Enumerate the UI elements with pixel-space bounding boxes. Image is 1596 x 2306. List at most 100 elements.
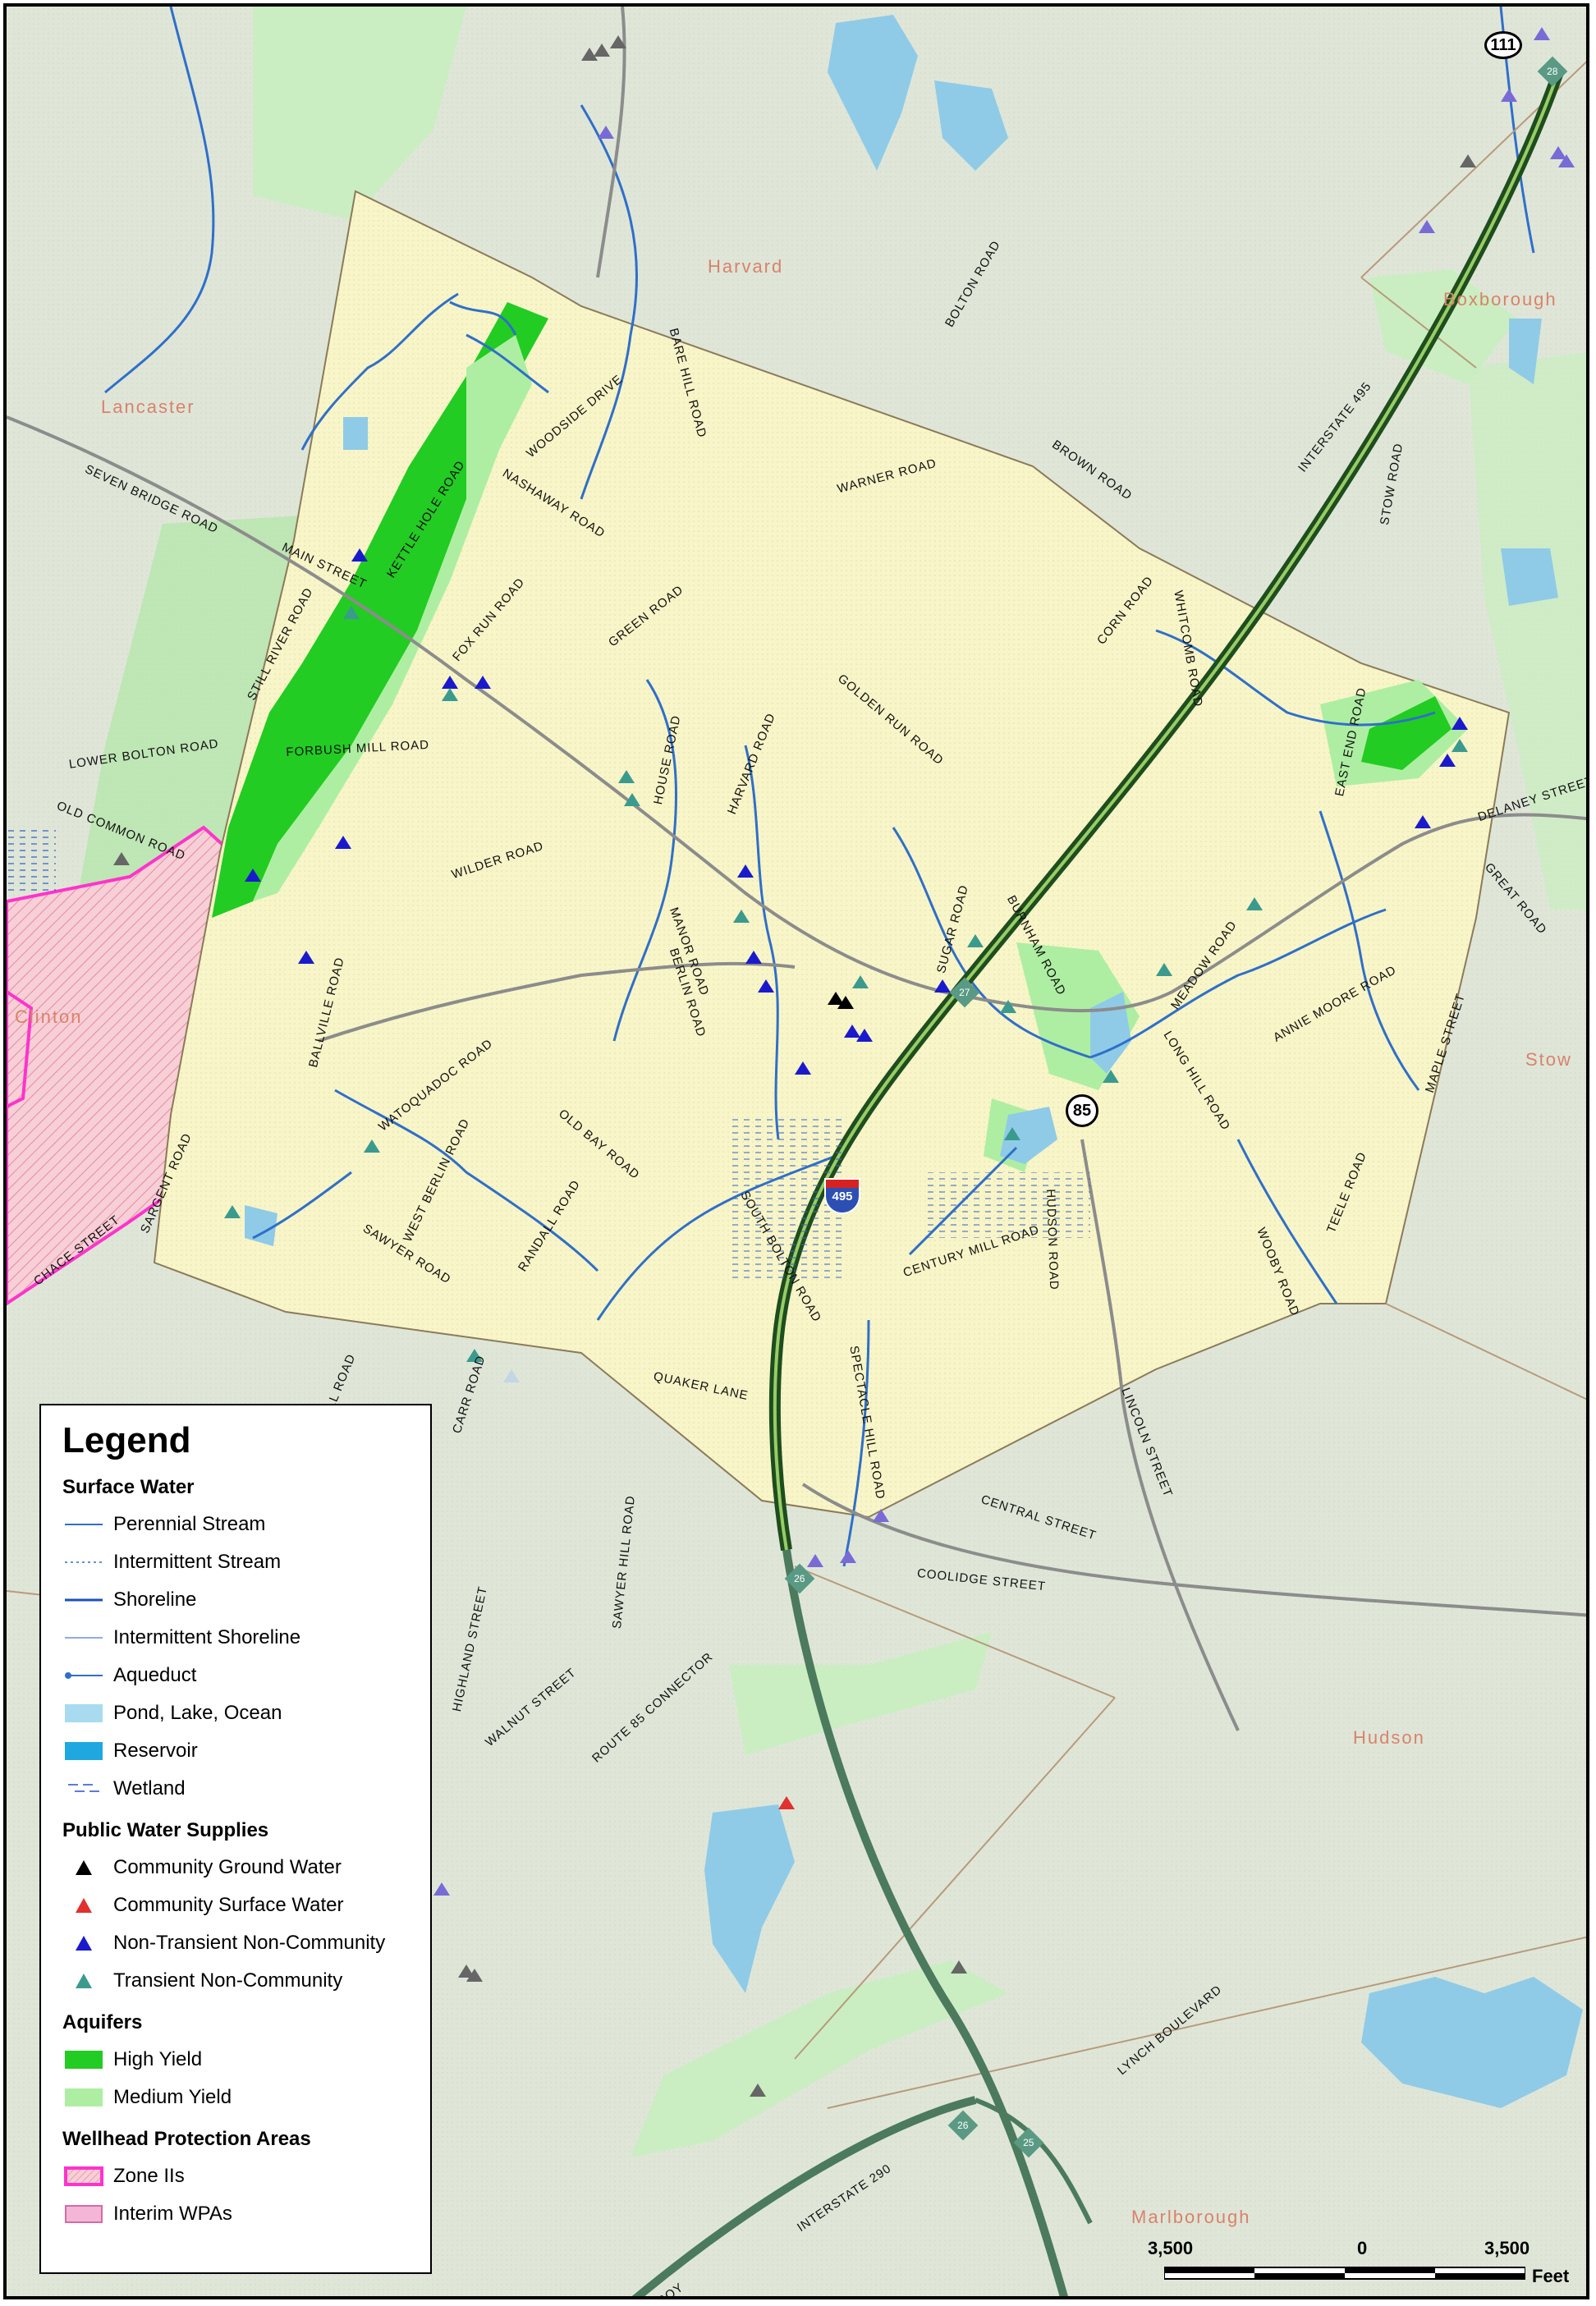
gray-triangle-icon [951,1960,967,1974]
legend-item: Community Surface Water [62,1887,409,1924]
high-yield-icon [65,2051,103,2069]
blue-triangle-icon [737,864,754,878]
blue-triangle-icon [335,836,351,849]
blue-triangle-icon [1439,754,1456,767]
town-label-boxborough: Boxborough [1443,289,1557,309]
legend-item: Medium Yield [62,2079,409,2116]
town-area [153,190,1511,1519]
wetland-area [7,828,56,893]
scale-label-mid: 0 [1357,2238,1368,2258]
medium-yield-aquifer [631,1960,1008,2157]
town-label-hudson: Hudson [1353,1727,1425,1748]
legend-section-title: Surface Water [62,1476,195,1498]
route-85-shield: 85 [1066,1094,1098,1127]
medium-yield-aquifer [729,1632,992,1755]
town-label-lancaster: Lancaster [101,397,195,417]
medium-yield-aquifer [1468,352,1586,910]
streams [104,7,1535,1567]
zone-ii-icon [64,2166,103,2186]
legend-title: Legend [62,1420,191,1460]
teal-triangle-icon [1000,1000,1016,1013]
teal-triangle-icon [1103,1070,1119,1083]
town-label-marlborough: Marlborough [1131,2207,1251,2227]
medium-yield-icon [65,2088,103,2107]
black-triangle-icon [76,1860,92,1875]
interstate-495-inner [773,71,1560,1551]
legend-item: Pond, Lake, Ocean [62,1694,409,1732]
teal-triangle-icon [967,934,984,947]
intermittent-shoreline-icon [65,1637,103,1639]
legend-item: Intermittent Shoreline [62,1619,409,1657]
legend-item: Perennial Stream [62,1506,409,1543]
blue-triangle-icon [745,951,762,964]
legend-item: Intermittent Stream [62,1543,409,1581]
red-triangle-icon [76,1898,92,1913]
blue-triangle-icon [844,1025,860,1038]
teal-triangle-icon [1452,739,1468,752]
gray-triangle-icon [750,2084,766,2097]
gray-triangle-icon [466,1969,483,1982]
purple-triangle-icon [873,1509,889,1522]
legend-section-title: Wellhead Protection Areas [62,2128,311,2150]
teal-triangle-icon [852,975,869,988]
pond [1501,548,1558,606]
pond [343,417,368,450]
blue-triangle-icon [298,951,314,964]
gray-triangle-icon [581,48,598,61]
wetland-area [926,1172,1090,1238]
teal-triangle-icon [224,1205,241,1218]
pond [934,80,1008,171]
perennial-stream-icon [65,1524,103,1525]
legend-panel: Legend Surface Water Perennial Stream In… [39,1404,432,2274]
legend-item: Shoreline [62,1581,409,1619]
gray-triangle-icon [458,1964,475,1978]
legend-item: Reservoir [62,1732,409,1770]
blue-triangle-icon [795,1061,811,1075]
scale-unit: Feet [1532,2266,1570,2286]
blue-triangle-icon [934,979,951,993]
pond [704,1804,795,1993]
pond [245,1205,277,1246]
legend-item: Transient Non-Community [62,1962,409,2000]
interstate-495-south [782,1549,1068,2296]
purple-triangle-icon [433,1882,450,1896]
pond [1361,1977,1583,2108]
shoreline-icon [65,1598,103,1602]
reservoir-icon [65,1742,103,1760]
blue-triangle-icon [1415,815,1431,828]
scale-label-left: 3,500 [1148,2238,1194,2258]
legend-item: Wetland [62,1770,409,1808]
interim-wpa-icon [65,2205,103,2223]
town-label-clinton: Clinton [15,1006,83,1027]
blue-triangle-icon [245,869,261,882]
medium-yield-aquifer [253,335,532,901]
aqueduct-icon [65,1672,103,1679]
teal-triangle-icon [343,606,360,619]
zone-ii-area [7,989,34,1109]
blue-triangle-icon [76,1936,92,1951]
purple-triangle-icon [1558,154,1575,167]
legend-item: Zone IIs [62,2157,409,2195]
interstate-290 [631,2096,977,2296]
purple-triangle-icon [1550,146,1566,159]
high-yield-aquifer [212,302,548,918]
purple-triangle-icon [1534,27,1550,40]
legend-item: High Yield [62,2041,409,2079]
legend-section-title: Public Water Supplies [62,1819,269,1841]
pond [828,15,918,171]
blue-triangle-icon [856,1029,873,1042]
teal-triangle-icon [618,770,635,783]
gray-triangle-icon [610,35,626,48]
black-triangle-icon [828,992,844,1005]
route-85-connector [974,2097,1093,2225]
purple-triangle-icon [598,126,614,139]
route-111-shield: 111 [1484,31,1522,59]
pond [1509,319,1542,384]
medium-yield-aquifer [253,7,466,220]
blue-triangle-icon [442,676,458,689]
purple-triangle-icon [1419,220,1435,233]
teal-triangle-icon [442,688,458,701]
legend-item: Community Ground Water [62,1849,409,1887]
purple-triangle-icon [1501,89,1517,102]
legend-item: Interim WPAs [62,2195,409,2233]
